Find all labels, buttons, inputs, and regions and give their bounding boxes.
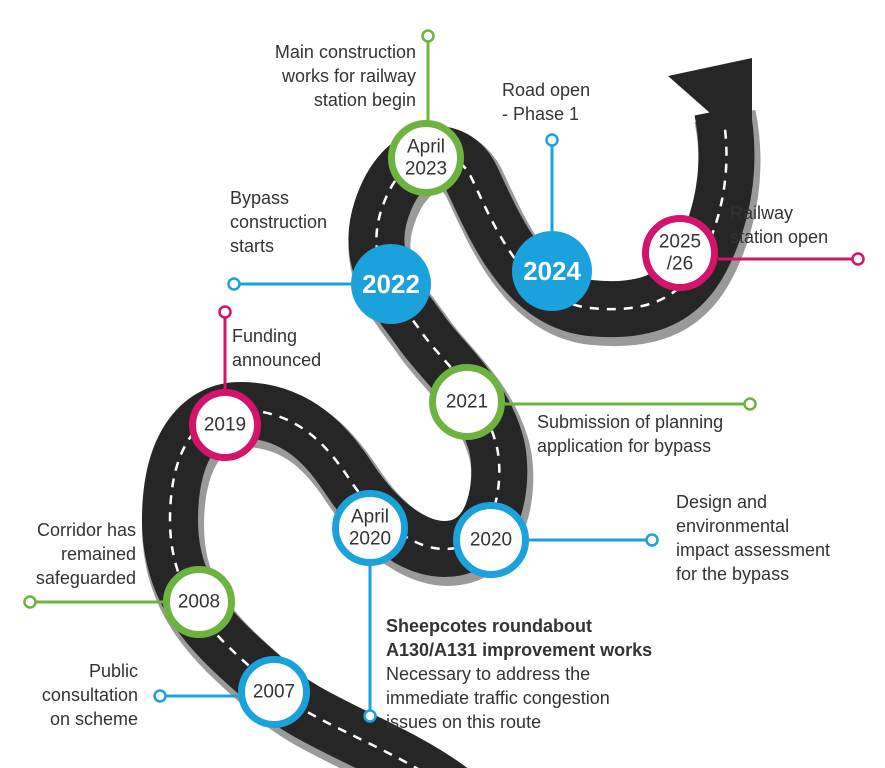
- milestone-label-title-line: Sheepcotes roundabout: [386, 616, 593, 636]
- milestone-m2019: 2019: [189, 389, 261, 461]
- connector-dot-m2022: [227, 277, 241, 291]
- milestone-label-mApr2023: Main construction works for railway statio…: [200, 40, 416, 112]
- connector-dot-m2019: [218, 305, 232, 319]
- milestone-m2025: 2025/26: [642, 215, 718, 291]
- milestone-date-text: 2019: [204, 415, 246, 436]
- connector-dot-m2024: [545, 133, 559, 147]
- winding-road: [141, 104, 761, 768]
- milestone-label-m2019: Funding announced: [232, 324, 412, 372]
- milestone-label-line: remained: [60, 544, 136, 564]
- milestone-label-line: application for bypass: [537, 436, 712, 456]
- milestone-label-line: on scheme: [49, 709, 138, 729]
- connector-dot-mApr2023: [421, 29, 435, 43]
- milestone-m2020: 2020: [453, 502, 529, 578]
- milestone-m2022: 2022: [351, 244, 431, 324]
- milestone-label-m2007: Public consultation on scheme: [0, 659, 138, 731]
- connector-dot-m2020: [645, 533, 659, 547]
- connector-lines: [23, 29, 865, 723]
- milestone-label-m2025: Railway station open: [730, 201, 870, 249]
- milestone-label-line: starts: [230, 236, 275, 256]
- milestone-label-m2022: Bypass construction starts: [230, 186, 390, 258]
- milestone-label-line: Railway: [730, 203, 794, 223]
- milestone-label-line: impact assessment: [676, 540, 831, 560]
- milestone-marker-circle: [512, 231, 592, 311]
- connector-dot-m2007: [153, 689, 167, 703]
- milestone-label-line: Design and: [676, 492, 768, 512]
- milestone-marker-circle: [388, 120, 464, 196]
- milestone-label-m2021: Submission of planning application for by…: [537, 410, 797, 458]
- milestone-label-line: environmental: [676, 516, 790, 536]
- milestone-marker-circle: [642, 215, 718, 291]
- milestone-m2021: 2021: [429, 364, 505, 440]
- milestone-marker-circle: [189, 389, 261, 461]
- arrow-head: [668, 58, 752, 150]
- milestone-label-m2008: Corridor has remained safeguarded: [0, 518, 136, 590]
- milestone-label-line: Bypass: [230, 188, 290, 208]
- milestone-date-text: 2024: [523, 256, 581, 286]
- milestone-date-text: 2007: [253, 682, 295, 703]
- milestone-date-text: April: [407, 137, 445, 158]
- milestone-label-line: issues on this route: [386, 712, 542, 732]
- connector-dot-mApr2020: [363, 709, 377, 723]
- milestone-label-line: Funding: [232, 326, 298, 346]
- milestone-marker-circle: [163, 566, 235, 638]
- milestone-date-text: 2023: [405, 159, 447, 180]
- milestone-label-line: - Phase 1: [502, 104, 580, 124]
- milestone-m2024: 2024: [512, 231, 592, 311]
- milestone-date-text: 2020: [349, 529, 391, 550]
- milestone-label-line: Main construction: [274, 42, 416, 62]
- milestone-date-text: 2021: [446, 392, 488, 413]
- connector-dot-m2008: [23, 595, 37, 609]
- milestone-label-line: safeguarded: [35, 568, 136, 588]
- milestone-label-line: announced: [232, 350, 322, 370]
- connector-dot-m2021: [743, 397, 757, 411]
- road-centre-line: [168, 109, 728, 768]
- milestone-label-line: immediate traffic congestion: [386, 688, 610, 708]
- milestone-date-text: 2025: [659, 232, 701, 253]
- milestone-label-line: station begin: [313, 90, 416, 110]
- milestone-date-text: 2022: [362, 269, 420, 299]
- milestone-marker-circle: [238, 656, 310, 728]
- milestone-label-line: Submission of planning: [537, 412, 724, 432]
- milestone-marker-circle: [429, 364, 505, 440]
- milestone-m2007: 2007: [238, 656, 310, 728]
- milestone-label-line: Road open: [502, 80, 591, 100]
- milestone-date-text: April: [351, 507, 389, 528]
- milestone-label-line: for the bypass: [676, 564, 790, 584]
- milestone-label-line: Corridor has: [36, 520, 136, 540]
- milestone-label-line: Necessary to address the: [386, 664, 591, 684]
- milestone-label-m2024: Road open - Phase 1: [502, 78, 662, 126]
- milestone-label-line: construction: [230, 212, 328, 232]
- milestone-marker-circle: [453, 502, 529, 578]
- milestone-label-m2020: Design and environmental impact assessment…: [676, 490, 876, 586]
- milestone-date-text: 2008: [178, 592, 220, 613]
- milestone-label-line: Public: [88, 661, 138, 681]
- milestone-date-text: 2020: [470, 530, 512, 551]
- milestone-marker-circle: [351, 244, 431, 324]
- milestone-label-line: works for railway: [281, 66, 416, 86]
- road-arrow-head: [668, 58, 752, 150]
- milestone-label-title-line: A130/A131 improvement works: [386, 640, 653, 660]
- connector-dot-m2025: [851, 252, 865, 266]
- milestone-date-text: /26: [667, 254, 693, 275]
- milestone-label-line: station open: [730, 227, 829, 247]
- milestone-m2008: 2008: [163, 566, 235, 638]
- milestone-label-line: consultation: [41, 685, 138, 705]
- milestone-marker-circle: [332, 490, 408, 566]
